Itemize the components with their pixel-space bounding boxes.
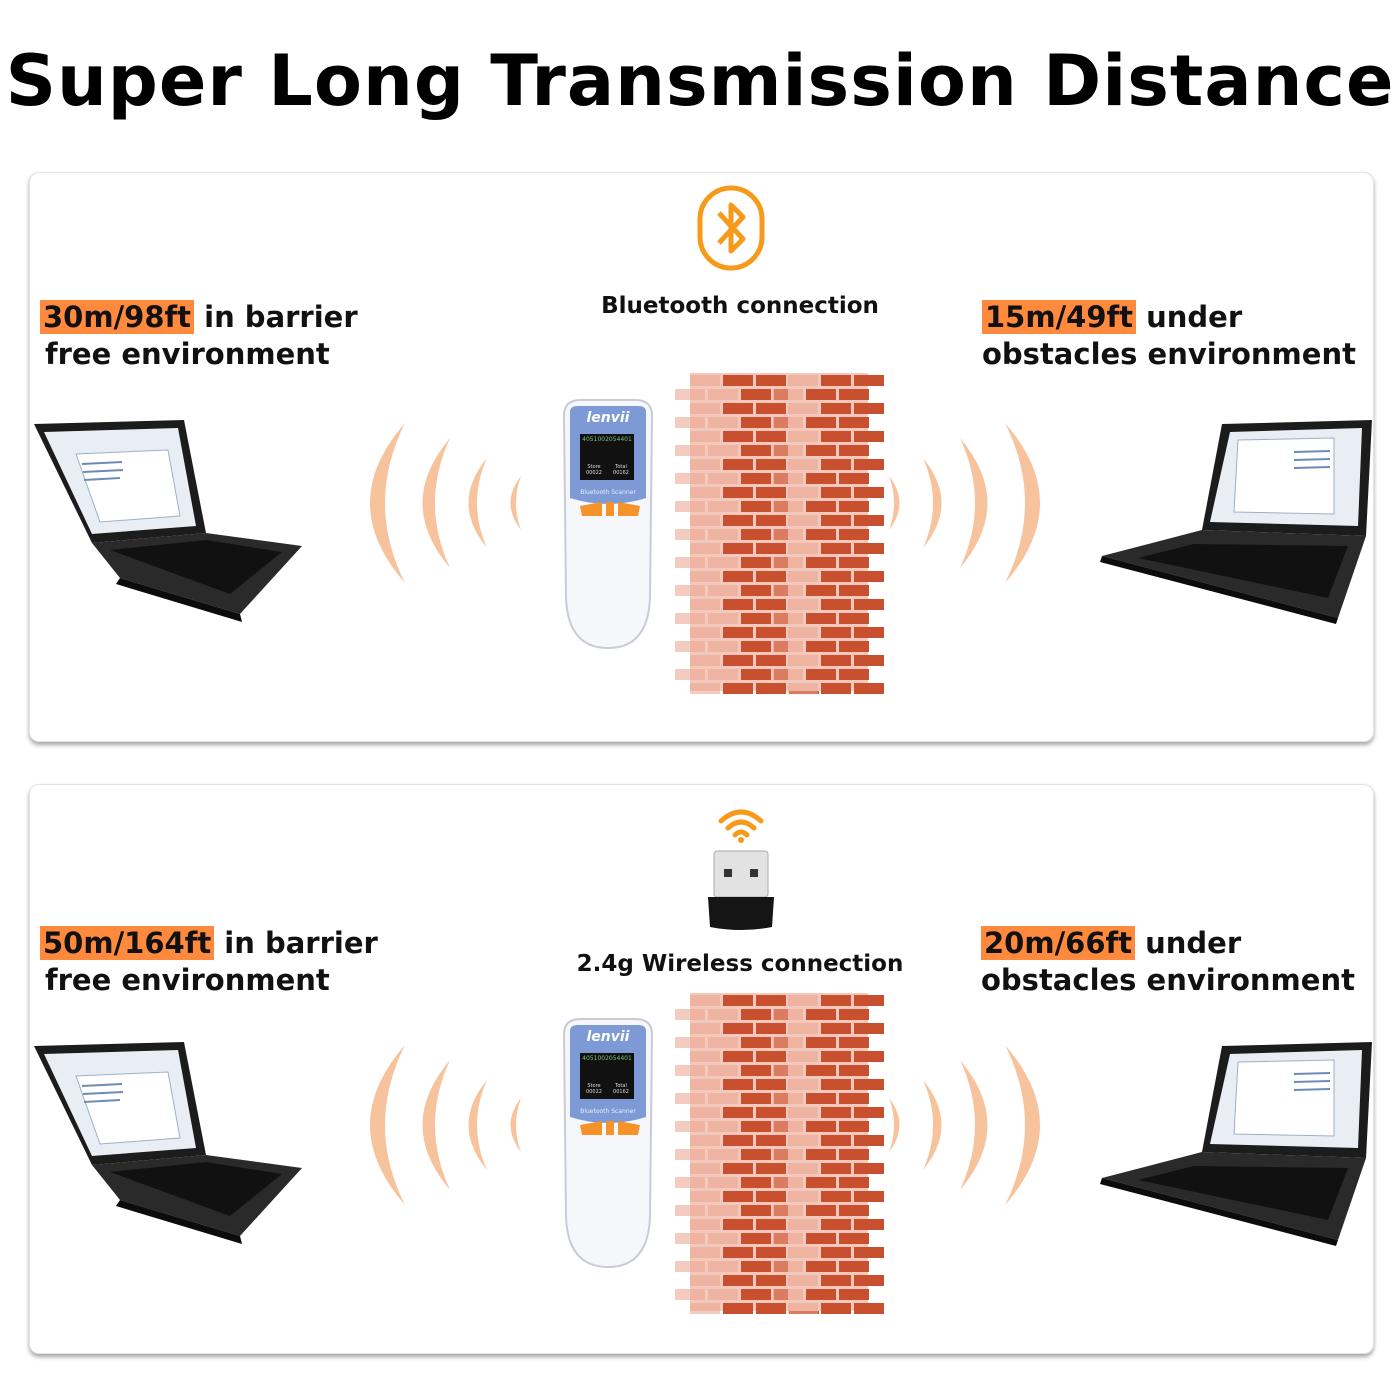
- page-title: Super Long Transmission Distance: [5, 40, 1395, 122]
- distance-highlight: 50m/164ft: [40, 926, 215, 960]
- bluetooth-panel: Bluetooth connection 30m/98ft in barrier…: [29, 172, 1374, 742]
- brick-wall: [773, 373, 884, 694]
- scanner-screen-code: 4051002054401: [582, 1055, 632, 1062]
- connection-label: 2.4g Wireless connection: [576, 951, 904, 977]
- laptop-image: [1100, 1042, 1372, 1246]
- distance-highlight: 30m/98ft: [40, 300, 195, 334]
- signal-waves-left: [370, 1045, 521, 1205]
- laptop-image: [34, 420, 302, 622]
- right-distance-text: 20m/66ft under obstacles environment: [981, 926, 1355, 997]
- scanner-brand: lenvii: [586, 410, 630, 426]
- right-distance-text: 15m/49ft under obstacles environment: [982, 300, 1356, 371]
- wifi-icon: [718, 809, 764, 843]
- scanner-model: Bluetooth Scanner: [580, 489, 636, 496]
- wireless-panel: 2.4g Wireless connection 50m/164ft in ba…: [29, 784, 1374, 1354]
- distance-highlight: 20m/66ft: [981, 926, 1136, 960]
- laptop-image: [34, 1042, 302, 1244]
- scanner-brand: lenvii: [586, 1029, 630, 1045]
- left-distance-text: 30m/98ft in barrier free environment: [40, 299, 358, 373]
- signal-waves-left: [370, 423, 521, 583]
- laptop-image: [1100, 420, 1372, 624]
- brick-wall: [773, 993, 884, 1314]
- signal-waves-right: [889, 423, 1040, 583]
- connection-label: Bluetooth connection: [601, 293, 879, 319]
- bluetooth-icon: [697, 185, 765, 271]
- scanner-model: Bluetooth Scanner: [580, 1108, 636, 1115]
- distance-highlight: 15m/49ft: [982, 300, 1137, 334]
- usb-dongle-icon: [708, 850, 774, 930]
- left-distance-text: 50m/164ft in barrier free environment: [40, 925, 378, 999]
- scanner-screen-code: 4051002054401: [582, 436, 632, 443]
- signal-waves-right: [889, 1045, 1040, 1205]
